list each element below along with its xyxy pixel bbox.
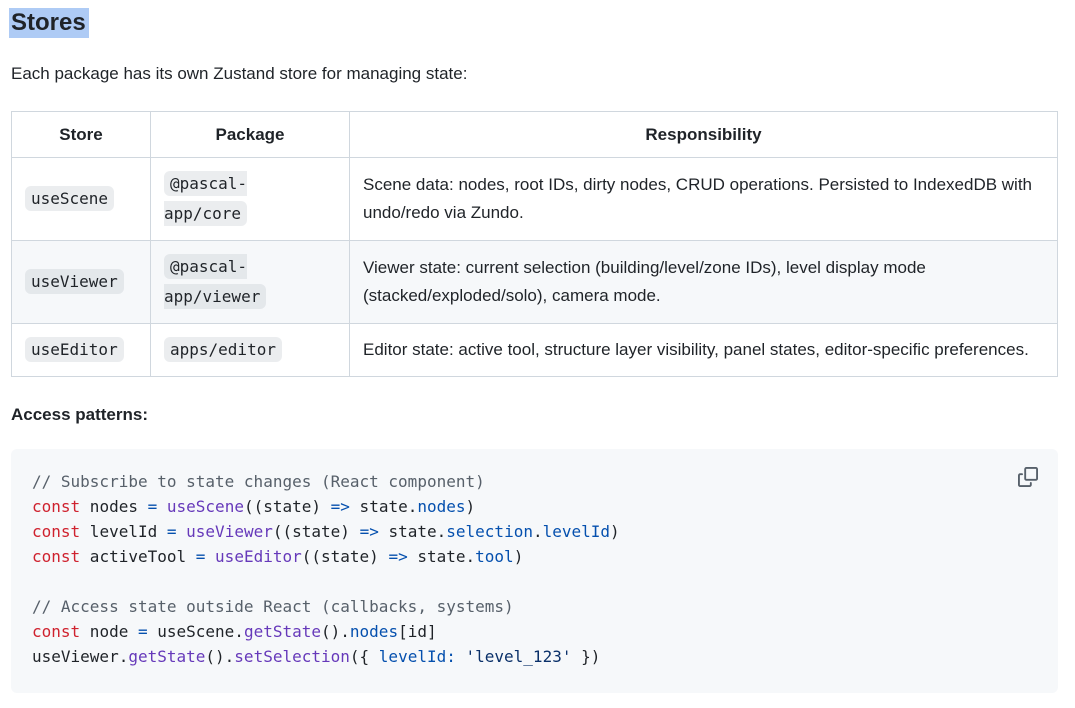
code-token bbox=[456, 647, 466, 666]
code-token: ((state) bbox=[243, 497, 331, 516]
code-token: [id] bbox=[398, 622, 437, 641]
access-patterns-label: Access patterns: bbox=[11, 405, 149, 424]
code-token: const bbox=[32, 622, 81, 641]
code-token: state. bbox=[407, 547, 476, 566]
store-cell: useEditor bbox=[11, 323, 151, 377]
code-token: getState bbox=[243, 622, 321, 641]
code-token: ) bbox=[513, 547, 524, 566]
code-token: levelId bbox=[542, 522, 611, 541]
code-block: // Subscribe to state changes (React com… bbox=[11, 449, 1058, 693]
code-token: ({ bbox=[349, 647, 379, 666]
code-token: }) bbox=[571, 647, 601, 666]
store-cell: useViewer bbox=[11, 240, 151, 324]
code-token: ) bbox=[465, 497, 476, 516]
code-token: tool bbox=[475, 547, 514, 566]
code-token: state. bbox=[349, 497, 418, 516]
code-token bbox=[177, 522, 187, 541]
code-token: => bbox=[359, 522, 379, 541]
column-header-store: Store bbox=[11, 111, 151, 158]
code-token: = bbox=[137, 622, 148, 641]
code-token: nodes bbox=[417, 497, 466, 516]
code-token: = bbox=[195, 547, 206, 566]
inline-code: useViewer bbox=[25, 269, 124, 294]
table-row: useEditor apps/editor Editor state: active… bbox=[11, 323, 1058, 377]
code-token: getState bbox=[128, 647, 206, 666]
inline-code: @pascal- app/viewer bbox=[164, 254, 267, 309]
code-token: 'level_123' bbox=[465, 647, 572, 666]
code-token: setSelection bbox=[234, 647, 350, 666]
code-token: nodes bbox=[349, 622, 399, 641]
code-token: (). bbox=[321, 622, 350, 641]
code-token: const bbox=[32, 522, 81, 541]
code-token: useViewer. bbox=[32, 647, 129, 666]
code-token: ((state) bbox=[301, 547, 389, 566]
code-line bbox=[32, 569, 1037, 594]
code-token: node bbox=[80, 622, 138, 641]
code-token: useScene bbox=[166, 497, 244, 516]
table-header-row: Store Package Responsibility bbox=[11, 111, 1058, 158]
code-token: (). bbox=[205, 647, 235, 666]
code-token: const bbox=[32, 497, 81, 516]
code-content: // Subscribe to state changes (React com… bbox=[32, 469, 1037, 669]
code-line: const node = useScene.getState().nodes[i… bbox=[32, 619, 1037, 644]
column-header-responsibility: Responsibility bbox=[349, 111, 1058, 158]
code-token: ) bbox=[610, 522, 620, 541]
table-row: useScene @pascal- app/core Scene data: nod… bbox=[11, 157, 1058, 241]
code-line: const activeTool = useEditor((state) => … bbox=[32, 544, 1037, 569]
copy-icon bbox=[1018, 467, 1038, 487]
code-token: => bbox=[388, 547, 408, 566]
code-line: const levelId = useViewer((state) => sta… bbox=[32, 519, 1037, 544]
code-token bbox=[205, 547, 215, 566]
stores-table: Store Package Responsibility useScene @pa… bbox=[11, 111, 1058, 377]
responsibility-cell: Viewer state: current selection (buildin… bbox=[349, 240, 1058, 324]
package-cell: apps/editor bbox=[150, 323, 350, 377]
inline-code: @pascal- app/core bbox=[164, 171, 248, 226]
code-token: = bbox=[147, 497, 158, 516]
inline-code: useScene bbox=[25, 186, 115, 211]
package-cell: @pascal- app/viewer bbox=[150, 240, 350, 324]
store-cell: useScene bbox=[11, 157, 151, 241]
code-line: // Subscribe to state changes (React com… bbox=[32, 469, 1037, 494]
code-token bbox=[157, 497, 167, 516]
code-token: levelId bbox=[80, 522, 167, 541]
code-token: useScene. bbox=[147, 622, 244, 641]
code-token: = bbox=[166, 522, 177, 541]
code-line: // Access state outside React (callbacks… bbox=[32, 594, 1037, 619]
code-token: => bbox=[330, 497, 350, 516]
copy-button[interactable] bbox=[1014, 463, 1042, 491]
responsibility-cell: Editor state: active tool, structure lay… bbox=[349, 323, 1058, 377]
code-token: // Subscribe to state changes (React com… bbox=[32, 472, 485, 491]
code-token: levelId: bbox=[378, 647, 456, 666]
code-line: const nodes = useScene((state) => state.… bbox=[32, 494, 1037, 519]
code-token: // Access state outside React (callbacks… bbox=[32, 597, 514, 616]
code-token: ((state) bbox=[272, 522, 360, 541]
inline-code: apps/editor bbox=[164, 337, 282, 362]
code-token: activeTool bbox=[80, 547, 196, 566]
code-token: selection bbox=[446, 522, 533, 541]
selected-heading-text: Stores bbox=[9, 8, 89, 38]
code-token: . bbox=[532, 522, 543, 541]
code-line: useViewer.getState().setSelection({ leve… bbox=[32, 644, 1037, 669]
code-token: nodes bbox=[80, 497, 148, 516]
code-token: state. bbox=[378, 522, 447, 541]
intro-paragraph: Each package has its own Zustand store f… bbox=[11, 64, 468, 83]
code-token: useViewer bbox=[186, 522, 273, 541]
responsibility-cell: Scene data: nodes, root IDs, dirty nodes… bbox=[349, 157, 1058, 241]
code-token: useEditor bbox=[215, 547, 302, 566]
code-token: const bbox=[32, 547, 81, 566]
page-heading: Stores bbox=[9, 8, 1058, 38]
table-row: useViewer @pascal- app/viewer Viewer state… bbox=[11, 240, 1058, 324]
column-header-package: Package bbox=[150, 111, 350, 158]
package-cell: @pascal- app/core bbox=[150, 157, 350, 241]
inline-code: useEditor bbox=[25, 337, 124, 362]
